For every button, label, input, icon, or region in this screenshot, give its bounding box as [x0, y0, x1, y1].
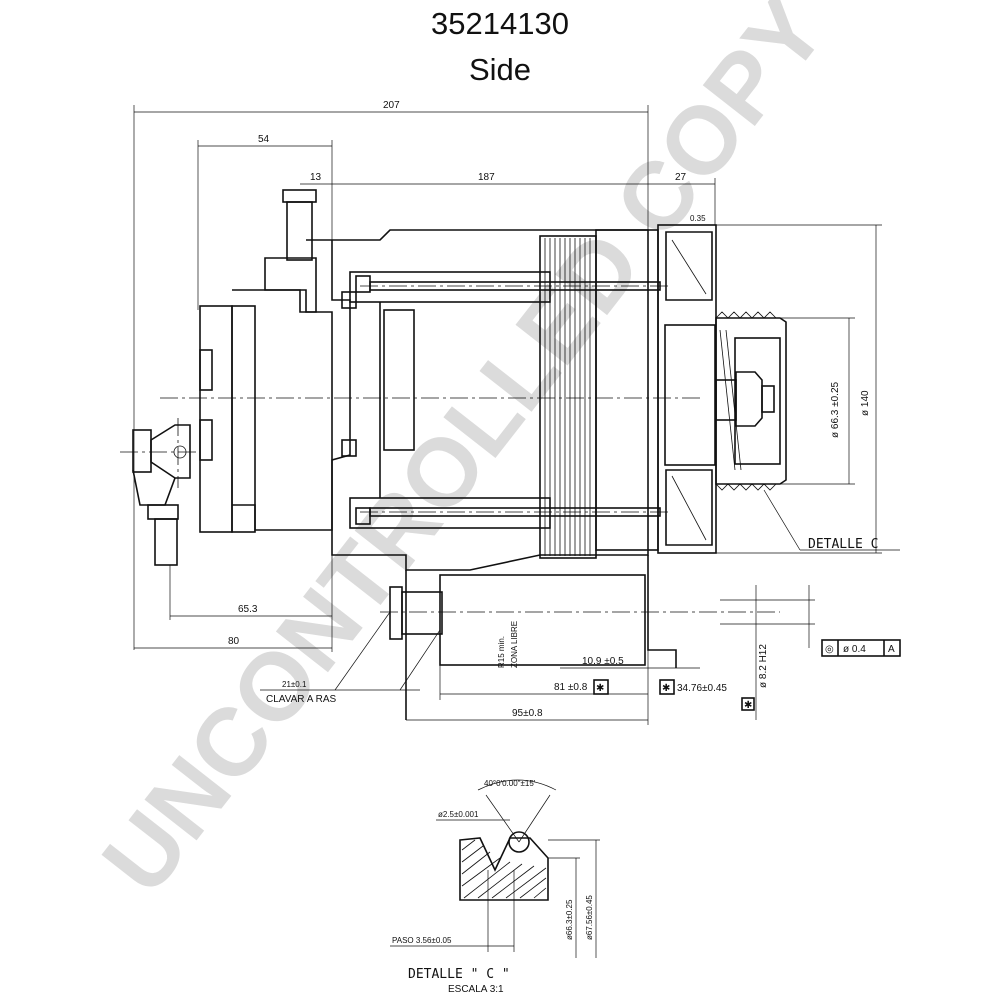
stator-body	[160, 229, 700, 571]
svg-text:✱: ✱	[596, 683, 604, 694]
basic-box-1	[741, 697, 755, 711]
tolerance-symbol: ◎	[825, 644, 834, 655]
dim-109: 10.9 ±0.5	[582, 656, 624, 667]
dim-housing-dia: ø 140	[860, 390, 871, 416]
drawing-title: 35214130	[431, 6, 569, 41]
dim-81: 81 ±0.8	[554, 682, 588, 693]
detail-title: DETALLE " C "	[408, 967, 510, 982]
detail-d6756: ø67.56±0.45	[585, 895, 594, 940]
right-dimensions: ø 66.3 ±0.25 ø 140 DETALLE C ø 8.2 H12 ◎…	[716, 224, 901, 720]
laminations	[544, 238, 591, 556]
detail-scale: ESCALA 3:1	[448, 984, 504, 995]
dim-80: 80	[228, 636, 240, 647]
dim-3476: 34.76±0.45	[677, 683, 727, 694]
detail-hatch	[461, 839, 547, 899]
tolerance-frame: ◎ ø 0.4 A	[821, 639, 901, 657]
tolerance-value: ø 0.4	[843, 644, 866, 655]
dim-bolt-dia: ø 8.2 H12	[758, 644, 769, 688]
detail-c: 40°0'0.00"±15' ø2.5±0.001 PASO 3.56±0.05…	[390, 779, 600, 995]
pulley	[715, 311, 787, 491]
dim-pulley-dia: ø 66.3 ±0.25	[830, 381, 841, 438]
dim-035: 0.35	[690, 214, 706, 223]
rear-housing	[120, 189, 333, 566]
dim-overall: 207	[383, 100, 400, 111]
detalle-c-callout: DETALLE C	[808, 537, 878, 552]
watermark: UNCONTROLLED COPY	[82, 0, 846, 913]
detail-angle: 40°0'0.00"±15'	[484, 779, 536, 788]
svg-text:✱: ✱	[662, 683, 670, 694]
detail-radius: ø2.5±0.001	[438, 810, 479, 819]
zona-label: ZONA LIBRE	[510, 621, 519, 668]
svg-text:✱: ✱	[744, 700, 752, 711]
r15-label: R15 min.	[497, 636, 506, 668]
dim-65: 65.3	[238, 604, 258, 615]
detail-paso: PASO 3.56±0.05	[392, 936, 452, 945]
tolerance-datum: A	[888, 644, 895, 655]
dim-21: 21±0.1	[282, 680, 307, 689]
dim-187: 187	[478, 172, 495, 183]
dim-13: 13	[310, 172, 322, 183]
bottom-dimensions: 65.3 80 81 ±0.8 ✱ 95±0.8 10.9 ±0.5 ✱ 34.…	[134, 555, 727, 725]
front-housing	[380, 224, 815, 720]
dim-54: 54	[258, 134, 270, 145]
detail-d663: ø66.3±0.25	[565, 899, 574, 940]
dim-95: 95±0.8	[512, 708, 543, 719]
top-dimensions: 207 54 13 187 27 0.35	[133, 100, 716, 650]
clavar-label: CLAVAR A RAS	[266, 694, 337, 705]
drawing-subtitle: Side	[468, 52, 532, 87]
dim-27: 27	[675, 172, 687, 183]
